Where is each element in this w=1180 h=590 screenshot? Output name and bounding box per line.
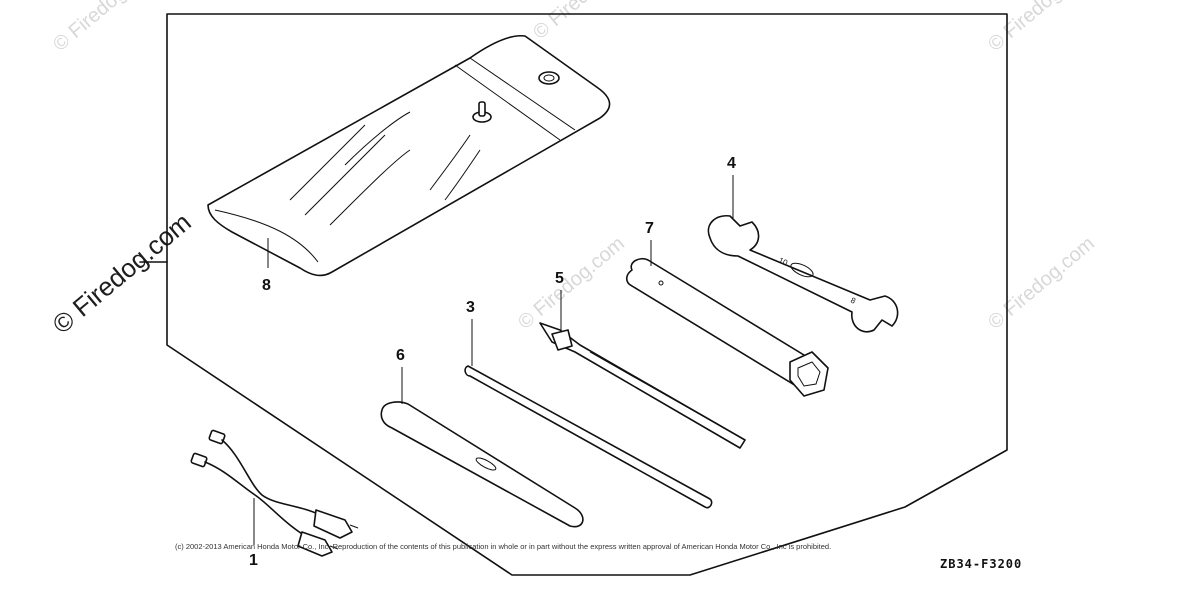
part-tool-bag bbox=[207, 34, 611, 277]
part-wrench: 10 8 bbox=[707, 214, 899, 333]
part-handle-bar bbox=[464, 365, 713, 509]
watermarks: © Firedog.com © Firedog.com © Firedog.co… bbox=[47, 0, 1099, 340]
diagram-code: ZB34-F3200 bbox=[940, 557, 1022, 571]
watermark-center: © Firedog.com bbox=[514, 232, 629, 333]
callout-5: 5 bbox=[555, 270, 564, 287]
part-charging-cord bbox=[190, 429, 359, 557]
callout-1: 1 bbox=[249, 552, 258, 569]
part-box-spanner bbox=[625, 257, 829, 397]
callout-6: 6 bbox=[396, 347, 405, 364]
callout-8: 8 bbox=[262, 277, 271, 294]
callout-3: 3 bbox=[466, 299, 475, 316]
watermark-top-center: © Firedog.com bbox=[529, 0, 644, 44]
copyright-notice: (c) 2002-2013 American Honda Motor Co., … bbox=[175, 542, 831, 551]
callout-4: 4 bbox=[727, 155, 736, 172]
part-screwdriver bbox=[539, 322, 746, 449]
watermark-top-right: © Firedog.com bbox=[984, 0, 1099, 56]
watermark-left: © Firedog.com bbox=[47, 207, 197, 340]
watermark-top-left: © Firedog.com bbox=[49, 0, 164, 56]
callout-7: 7 bbox=[645, 220, 654, 237]
kit-boundary bbox=[166, 13, 1008, 576]
wrench-mark-bottom: 8 bbox=[849, 296, 857, 306]
wrench-mark-top: 10 bbox=[777, 256, 789, 268]
watermark-right: © Firedog.com bbox=[984, 232, 1099, 333]
part-flat-tool bbox=[380, 401, 584, 528]
